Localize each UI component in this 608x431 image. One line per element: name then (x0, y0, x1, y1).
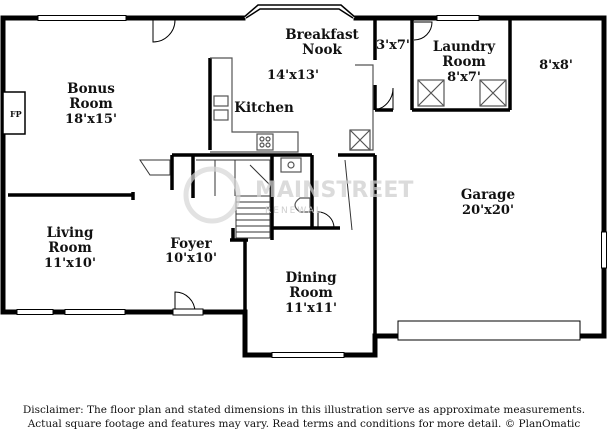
room-kitchen: Kitchen (234, 100, 294, 116)
stairs (139, 159, 353, 239)
watermark: MAINSTREET RENEWAL (183, 166, 413, 224)
kitchen-fixtures (210, 57, 374, 153)
room-laundry: Laundry Room 8'x7' (433, 39, 496, 85)
dining-room-name-1: Dining (285, 270, 337, 286)
breakfast-nook-name-1: Breakfast (285, 27, 359, 43)
room-storage: 8'x8' (539, 58, 573, 73)
room-bonus: Bonus Room 18'x15' (65, 81, 117, 127)
disclaimer-line-2: Actual square footage and features may v… (27, 418, 581, 430)
laundry-room-name-2: Room (442, 54, 486, 70)
foyer-dims: 10'x10' (165, 251, 217, 266)
bonus-room-name-1: Bonus (67, 81, 115, 97)
breakfast-nook-dims: 14'x13' (267, 68, 319, 83)
closet-dims: 3'x7' (376, 38, 410, 53)
room-garage: Garage 20'x20' (461, 187, 515, 218)
watermark-sub: RENEWAL (265, 206, 323, 216)
windows (16, 15, 607, 358)
floor-plan: FP (0, 4, 607, 358)
living-room-dims: 11'x10' (44, 256, 96, 271)
watermark-text: MAINSTREET (255, 178, 413, 203)
bay-window (242, 4, 357, 19)
bonus-room-name-2: Room (69, 96, 113, 112)
kitchen-name: Kitchen (234, 100, 294, 116)
foyer-name: Foyer (170, 236, 212, 252)
laundry-room-name-1: Laundry (433, 39, 496, 55)
doors (152, 19, 433, 316)
bath-fixtures (280, 157, 311, 213)
storage-dims: 8'x8' (539, 58, 573, 73)
garage-name: Garage (461, 187, 515, 203)
room-dining: Dining Room 11'x11' (285, 270, 337, 316)
living-room-name-2: Room (48, 240, 92, 256)
interior-walls (8, 18, 512, 336)
room-breakfast: Breakfast Nook 14'x13' (267, 27, 360, 83)
laundry-appliances (417, 79, 507, 107)
garage-dims: 20'x20' (462, 203, 514, 218)
room-closet: 3'x7' (376, 38, 410, 53)
room-foyer: Foyer 10'x10' (165, 236, 217, 266)
breakfast-nook-name-2: Nook (302, 42, 342, 58)
dining-room-dims: 11'x11' (285, 301, 337, 316)
room-living: Living Room 11'x10' (44, 225, 96, 271)
laundry-room-dims: 8'x7' (447, 70, 481, 85)
fireplace-label: FP (10, 109, 22, 119)
dining-room-name-2: Room (289, 285, 333, 301)
disclaimer-line-1: Disclaimer: The floor plan and stated di… (22, 404, 586, 416)
living-room-name-1: Living (47, 225, 94, 241)
fireplace: FP (2, 91, 26, 135)
disclaimer: Disclaimer: The floor plan and stated di… (0, 403, 608, 431)
bonus-room-dims: 18'x15' (65, 112, 117, 127)
